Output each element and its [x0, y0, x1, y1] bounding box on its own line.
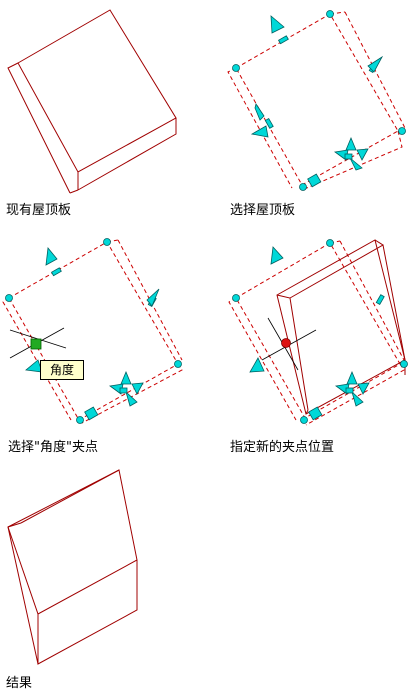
grip-vertex[interactable] [174, 360, 182, 368]
grip-vertex[interactable] [299, 183, 307, 191]
grip-midpoint[interactable] [264, 117, 274, 129]
grip-square[interactable] [308, 406, 323, 421]
slab-original-outline [228, 240, 405, 426]
grip-midpoint[interactable] [344, 153, 353, 160]
grip-square[interactable] [84, 406, 99, 421]
caption-new-grip-position: 指定新的夹点位置 [230, 440, 335, 455]
grip-midpoint[interactable] [345, 387, 354, 394]
grip-triangle[interactable] [367, 55, 384, 73]
slab-rotated-preview [276, 239, 406, 415]
grip-triangle[interactable] [146, 288, 160, 307]
grip-triangle[interactable] [131, 382, 144, 395]
grip-midpoint[interactable] [119, 387, 128, 394]
grip-vertex[interactable] [232, 64, 240, 72]
grip-vertex[interactable] [103, 238, 111, 246]
grip-vertex[interactable] [398, 127, 406, 135]
grip-midpoint[interactable] [50, 267, 62, 277]
grip-triangle[interactable] [345, 136, 357, 151]
grip-vertex[interactable] [400, 360, 408, 368]
hot-grip[interactable] [281, 338, 291, 348]
grip-vertex[interactable] [76, 416, 84, 424]
grip-triangle[interactable] [125, 390, 138, 407]
slab-select-angle [2, 239, 183, 424]
grip-triangle[interactable] [349, 157, 363, 171]
grip-vertex[interactable] [5, 294, 13, 302]
grip-vertex[interactable] [232, 294, 240, 302]
selected-roof-slab [227, 11, 406, 191]
grip-triangle[interactable] [45, 247, 58, 266]
grip-midpoint[interactable] [277, 35, 289, 45]
grip-vertex[interactable] [300, 416, 308, 424]
grip-triangle[interactable] [356, 148, 369, 161]
result-roof-slab [7, 469, 138, 665]
caption-result: 结果 [6, 676, 33, 691]
angle-tooltip: 角度 [40, 360, 84, 380]
grip-triangle[interactable] [249, 357, 265, 373]
active-angle-grip[interactable] [30, 338, 42, 350]
grip-diamond[interactable] [254, 103, 265, 121]
grip-square[interactable] [307, 173, 322, 188]
caption-existing-slab: 现有屋顶板 [6, 203, 72, 218]
grip-vertex[interactable] [326, 10, 334, 18]
grip-vertex[interactable] [326, 239, 334, 247]
grip-triangle[interactable] [351, 390, 364, 407]
grip-triangle[interactable] [270, 246, 284, 265]
grip-triangle[interactable] [120, 370, 132, 385]
caption-select-slab: 选择屋顶板 [230, 203, 296, 218]
caption-select-angle-grip: 选择"角度"夹点 [8, 440, 98, 455]
grip-triangle[interactable] [357, 382, 370, 395]
grip-triangle[interactable] [346, 370, 358, 385]
grip-triangle[interactable] [250, 125, 269, 138]
grip-midpoint[interactable] [375, 294, 385, 306]
angle-grips [5, 238, 182, 424]
slab-grips [232, 10, 406, 191]
grip-triangle[interactable] [270, 15, 285, 34]
position-grips [232, 239, 408, 424]
existing-roof-slab [7, 9, 177, 194]
